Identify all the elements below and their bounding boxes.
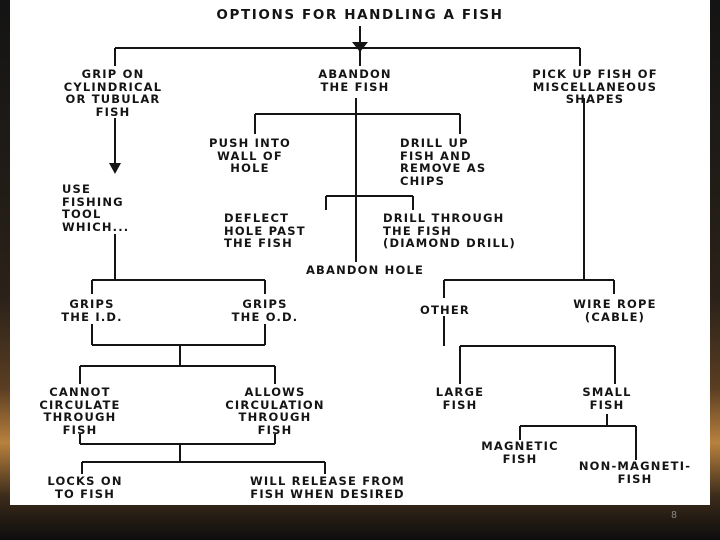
- node-other: OTHER: [420, 303, 470, 317]
- node-deflect-hole: DEFLECT HOLE PAST THE FISH: [224, 211, 306, 250]
- node-small-fish: SMALL FISH: [582, 385, 632, 412]
- node-abandon-hole: ABANDON HOLE: [280, 264, 450, 277]
- node-non-magnetic-fish: NON-MAGNETI- FISH: [560, 460, 710, 485]
- node-locks-on: LOCKS ON TO FISH: [47, 474, 123, 501]
- node-grips-od: GRIPS THE O.D.: [231, 297, 299, 324]
- node-will-release: WILL RELEASE FROM FISH WHEN DESIRED: [250, 474, 405, 501]
- flowchart-sheet: [10, 0, 710, 505]
- node-push-into-wall: PUSH INTO WALL OF HOLE: [208, 136, 291, 175]
- node-cannot-circulate: CANNOT CIRCULATE THROUGH FISH: [39, 385, 121, 437]
- node-pick-up-fish: PICK UP FISH OF MISCELLANEOUS SHAPES: [532, 67, 658, 106]
- node-drill-through: DRILL THROUGH THE FISH (DIAMOND DRILL): [383, 211, 516, 250]
- diagram-title: OPTIONS FOR HANDLING A FISH: [216, 7, 504, 23]
- arrowhead-title: [352, 42, 368, 52]
- node-magnetic-fish: MAGNETIC FISH: [481, 439, 559, 466]
- node-allows-circulation: ALLOWS CIRCULATION THROUGH FISH: [225, 385, 325, 437]
- arrowhead-use-tool: [109, 163, 121, 174]
- node-abandon-the-fish: ABANDON THE FISH: [318, 67, 392, 94]
- slide-number: 8: [671, 510, 677, 521]
- node-large-fish: LARGE FISH: [435, 385, 485, 412]
- node-wire-rope: WIRE ROPE (CABLE): [573, 297, 657, 324]
- node-use-fishing-tool: USE FISHING TOOL WHICH...: [62, 182, 130, 234]
- node-grips-id: GRIPS THE I.D.: [61, 297, 123, 324]
- node-grip-on-cylindrical: GRIP ON CYLINDRICAL OR TUBULAR FISH: [63, 67, 163, 119]
- node-drill-up-fish: DRILL UP FISH AND REMOVE AS CHIPS: [400, 136, 487, 188]
